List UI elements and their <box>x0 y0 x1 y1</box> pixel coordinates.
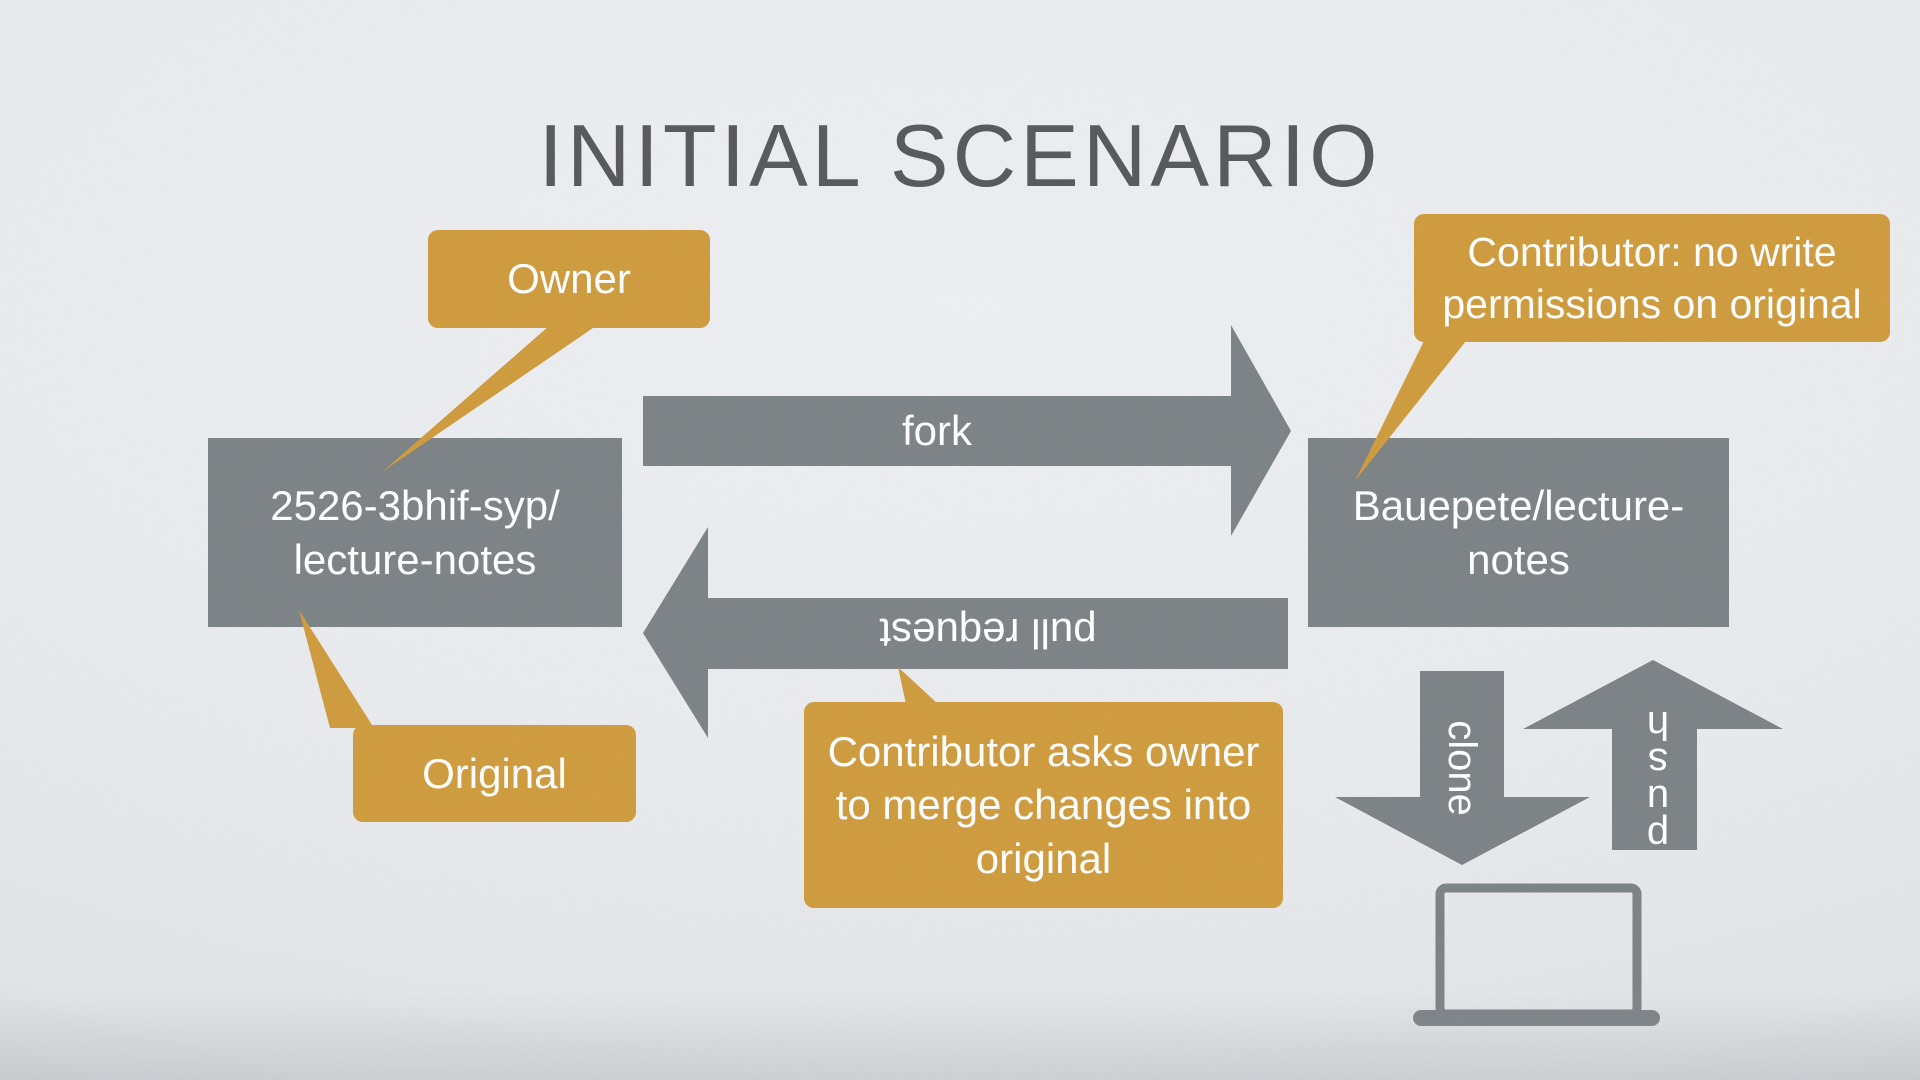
contributor-callout-line1: Contributor: no write <box>1467 228 1837 275</box>
merge-note-line1: Contributor asks owner <box>827 728 1260 775</box>
right-repo-box: Bauepete/lecture- notes <box>1308 438 1729 627</box>
laptop-base-icon <box>1413 1010 1660 1026</box>
fork-arrow-label: fork <box>901 407 972 454</box>
original-callout-label: Original <box>422 749 567 797</box>
left-repo-name-line2: lecture-notes <box>293 535 537 583</box>
owner-callout-label: Owner <box>507 255 631 303</box>
right-repo-name-line2: notes <box>1467 535 1570 583</box>
pull-request-arrow-label: pull request <box>879 610 1097 657</box>
original-callout: Original <box>353 725 636 822</box>
left-repo-box: 2526-3bhif-syp/ lecture-notes <box>208 438 622 627</box>
bottom-vignette <box>0 990 1920 1080</box>
slide-title: INITIAL SCENARIO <box>538 106 1382 205</box>
original-callout-tail <box>299 610 374 728</box>
contributor-callout-line2: permissions on original <box>1442 281 1862 327</box>
laptop-screen-icon <box>1435 883 1642 1019</box>
merge-note-line3: original <box>975 834 1112 882</box>
merge-note-callout: Contributor asks owner to merge changes … <box>804 702 1283 908</box>
owner-callout: Owner <box>428 230 710 328</box>
merge-note-line2: to merge changes into <box>835 781 1252 829</box>
contributor-callout: Contributor: no write permissions on ori… <box>1414 214 1890 342</box>
push-arrow-label: p u s h <box>1646 702 1670 859</box>
left-repo-name-line1: 2526-3bhif-syp/ <box>270 481 560 529</box>
merge-note-callout-tail <box>898 667 938 704</box>
right-repo-name-line1: Bauepete/lecture- <box>1352 481 1685 529</box>
clone-arrow-label: clone <box>1440 720 1484 816</box>
